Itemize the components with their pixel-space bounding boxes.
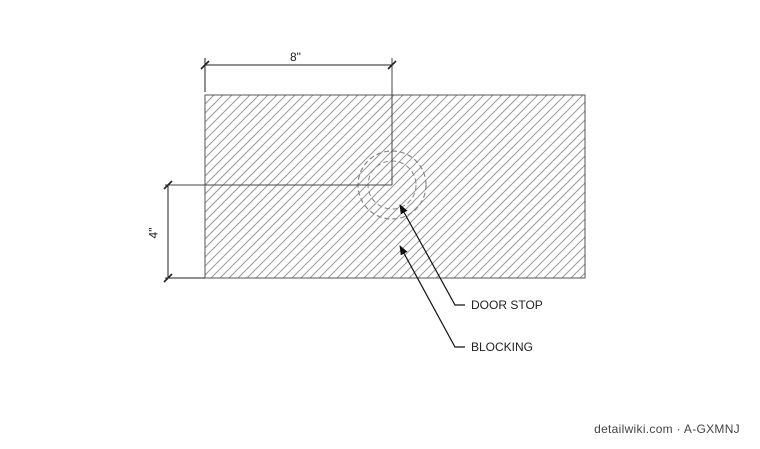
hatch-line (205, 95, 332, 222)
hatch-line (435, 128, 585, 278)
hatch-line (498, 191, 585, 278)
hatch-line (205, 95, 341, 231)
hatch-line (706, 95, 760, 278)
hatch-line (228, 95, 413, 278)
hatch-line (205, 95, 377, 267)
hatch-line (742, 95, 760, 278)
hatch-line (354, 95, 539, 278)
hatch-line (471, 164, 585, 278)
hatch-line (205, 95, 242, 132)
hatch-line (282, 95, 467, 278)
hatch-line (652, 95, 760, 278)
hatch-line (336, 95, 521, 278)
hatch-line (607, 95, 760, 278)
hatch-line (489, 182, 585, 278)
hatch-line (273, 95, 458, 278)
hatch-line (205, 95, 224, 114)
hatch-line (291, 95, 476, 278)
hatch-line (516, 209, 585, 278)
hatch-line (625, 95, 760, 278)
height-dimension-line (163, 180, 205, 283)
hatch-line (246, 95, 431, 278)
hatch-line (264, 95, 449, 278)
hatch-line (679, 95, 760, 278)
hatch-line (205, 95, 251, 141)
hatch-line (210, 95, 395, 278)
hatch-line (237, 95, 422, 278)
hatch-line (715, 95, 760, 278)
hatch-line (616, 95, 760, 278)
hatch-line (579, 272, 585, 278)
hatch-line (363, 95, 548, 278)
hatch-line (589, 95, 760, 278)
hatch-line (205, 95, 323, 213)
hatch-line (525, 218, 585, 278)
hatch-line (570, 263, 585, 278)
hatch-line (205, 95, 287, 177)
hatch-line (661, 95, 760, 278)
hatch-line (205, 95, 359, 249)
hatch-line (318, 95, 503, 278)
hatch-line (507, 200, 585, 278)
hatch-line (634, 95, 760, 278)
hatch-line (255, 95, 440, 278)
hatch-line (327, 95, 512, 278)
hatch-line (205, 95, 386, 276)
hatch-line (751, 95, 760, 278)
hatch-line (462, 155, 585, 278)
hatch-line (480, 173, 585, 278)
blocking-label: BLOCKING (471, 340, 534, 354)
door-stop-leader (399, 204, 465, 306)
hatch-line (390, 95, 575, 278)
blocking-block (204, 94, 760, 279)
hatch-line (345, 95, 530, 278)
hatch-line (205, 95, 296, 186)
width-dimension-line (200, 58, 397, 92)
hatch-line (300, 95, 485, 278)
hatch-line (205, 95, 206, 96)
height-dimension-label: 4" (146, 227, 161, 239)
hatch-line (543, 236, 585, 278)
center-reference-lines (165, 58, 393, 186)
hatch-line (670, 95, 760, 278)
hatch-line (205, 95, 368, 258)
hatch-line (381, 95, 566, 278)
hatch-line (598, 95, 760, 278)
hatch-line (688, 95, 760, 278)
hatch-line (205, 95, 314, 204)
width-dimension-label: 8" (290, 50, 301, 64)
hatch-line (205, 95, 260, 150)
hatch-line (205, 95, 305, 195)
hatch-line (444, 137, 585, 278)
hatch-line (733, 95, 760, 278)
hatch-line (534, 227, 585, 278)
hatch-line (561, 254, 585, 278)
hatch-line (453, 146, 585, 278)
hatch-line (408, 101, 585, 278)
hatch-line (399, 95, 584, 278)
hatch-line (643, 95, 760, 278)
hatch-line (372, 95, 557, 278)
hatch-line (205, 95, 350, 240)
hatch-line (205, 95, 278, 168)
hatch-line (724, 95, 760, 278)
door-stop-label: DOOR STOP (471, 298, 543, 312)
hatch-line (205, 95, 269, 159)
hatch-line (205, 95, 215, 105)
hatch-line (552, 245, 585, 278)
hatch-line (219, 95, 404, 278)
hatch-line (426, 119, 585, 278)
hatch-line (309, 95, 494, 278)
hatch-line (417, 110, 585, 278)
hatch-line (697, 95, 760, 278)
watermark: detailwiki.com · A-GXMNJ (594, 422, 740, 436)
blocking-leader (399, 245, 465, 348)
